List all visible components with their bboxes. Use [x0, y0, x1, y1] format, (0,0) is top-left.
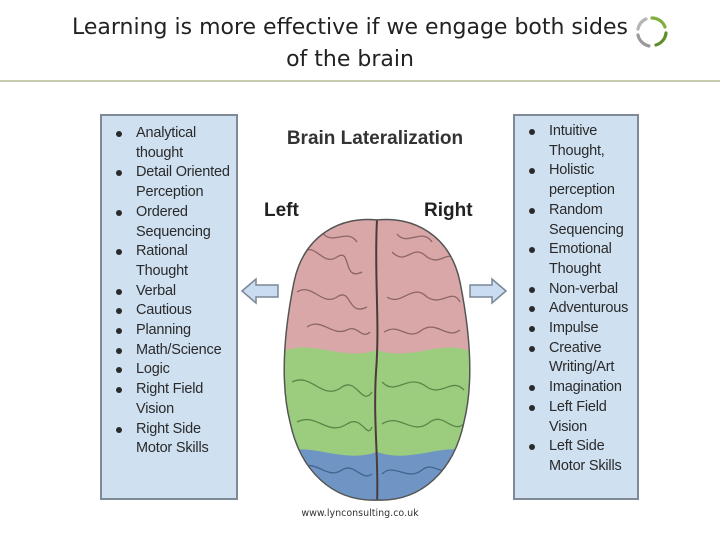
bullet-icon	[116, 347, 122, 354]
left-trait-item: Math/Science	[112, 341, 236, 361]
bullet-icon	[116, 209, 122, 216]
bullet-icon	[529, 306, 535, 313]
right-trait-item-text: Left Side	[549, 438, 605, 455]
bullet-icon	[529, 129, 535, 135]
bullet-icon	[529, 404, 535, 411]
right-trait-item-text: Holistic	[549, 162, 595, 179]
left-trait-item-text: Planning	[136, 322, 191, 339]
left-trait-item-text: Verbal	[136, 282, 176, 299]
bullet-icon	[529, 345, 535, 352]
left-trait-item-text: thought	[136, 144, 183, 161]
left-trait-item-text: Logic	[136, 361, 170, 378]
left-trait-item-text: Thought	[136, 262, 188, 279]
left-trait-item: Cautious	[112, 301, 236, 321]
brain-illustration	[283, 218, 471, 501]
bullet-icon	[116, 387, 122, 394]
left-trait-item-text: Vision	[136, 400, 175, 417]
arrow-left-icon	[240, 277, 279, 305]
right-trait-item: Non-verbal	[525, 280, 637, 300]
bullet-icon	[529, 444, 535, 451]
right-trait-item: Imagination	[525, 378, 637, 398]
bullet-icon	[116, 367, 122, 374]
footer-url: www.lynconsulting.co.uk	[301, 508, 419, 519]
circular-arrows-icon	[636, 16, 668, 48]
right-trait-item-text: Thought,	[549, 142, 605, 159]
right-trait-item-text: Left Field	[549, 398, 607, 415]
right-trait-item-text: Motor Skills	[549, 457, 622, 474]
bullet-icon	[116, 131, 122, 137]
right-trait-item-text: Impulse	[549, 320, 599, 337]
right-trait-item-text: perception	[549, 182, 615, 199]
right-trait-item-text: Imagination	[549, 379, 622, 396]
right-trait-item-text: Adventurous	[549, 300, 629, 317]
slide-title-line-1: Learning is more effective if we engage …	[72, 15, 628, 40]
left-trait-item: Logic	[112, 360, 236, 380]
left-trait-item-text: Sequencing	[136, 223, 211, 240]
bullet-icon	[529, 385, 535, 392]
slide-title: Learning is more effective if we engage …	[40, 12, 660, 76]
right-trait-item-text: Vision	[549, 418, 588, 435]
right-trait-item-text: Creative	[549, 339, 602, 356]
left-trait-item-text: Right Field	[136, 381, 204, 398]
right-trait-item-text: Intuitive	[549, 123, 598, 139]
left-trait-item: Analytical thought	[112, 124, 236, 163]
right-trait-item: Adventurous	[525, 299, 637, 319]
slide-title-line-2: of the brain	[286, 47, 414, 72]
right-trait-item-text: Non-verbal	[549, 280, 618, 297]
left-trait-item-text: Perception	[136, 184, 204, 201]
left-trait-item-text: Cautious	[136, 302, 192, 319]
left-trait-item-text: Right Side	[136, 420, 201, 437]
bullet-icon	[116, 328, 122, 335]
right-trait-item-text: Random	[549, 201, 603, 218]
right-trait-item-text: Writing/Art	[549, 359, 615, 376]
bullet-icon	[529, 286, 535, 293]
left-trait-item: Verbal	[112, 282, 236, 302]
bullet-icon	[116, 288, 122, 295]
bullet-icon	[529, 247, 535, 254]
bullet-icon	[116, 426, 122, 433]
bullet-icon	[529, 207, 535, 214]
right-trait-item-text: Emotional	[549, 241, 612, 258]
left-trait-item-text: Rational	[136, 243, 188, 260]
right-trait-item: Impulse	[525, 319, 637, 339]
right-trait-item: Holistic perception	[525, 161, 637, 200]
right-hemisphere-label: Right	[424, 200, 473, 221]
left-trait-item-text: Detail Oriented	[136, 164, 230, 181]
bullet-icon	[116, 308, 122, 315]
arrow-right-icon	[469, 277, 508, 305]
bullet-icon	[116, 249, 122, 256]
bullet-icon	[116, 170, 122, 177]
left-trait-item-text: Math/Science	[136, 341, 222, 358]
bullet-icon	[529, 168, 535, 175]
title-divider	[0, 80, 720, 82]
left-trait-item-text: Ordered	[136, 203, 188, 220]
left-trait-item: Planning	[112, 321, 236, 341]
right-trait-item-text: Thought	[549, 260, 601, 277]
left-hemisphere-label: Left	[264, 200, 299, 221]
bullet-icon	[529, 326, 535, 333]
left-trait-item-text: Motor Skills	[136, 440, 209, 457]
left-trait-item-text: Analytical	[136, 125, 197, 141]
figure-title: Brain Lateralization	[286, 128, 464, 149]
right-trait-item-text: Sequencing	[549, 221, 624, 238]
